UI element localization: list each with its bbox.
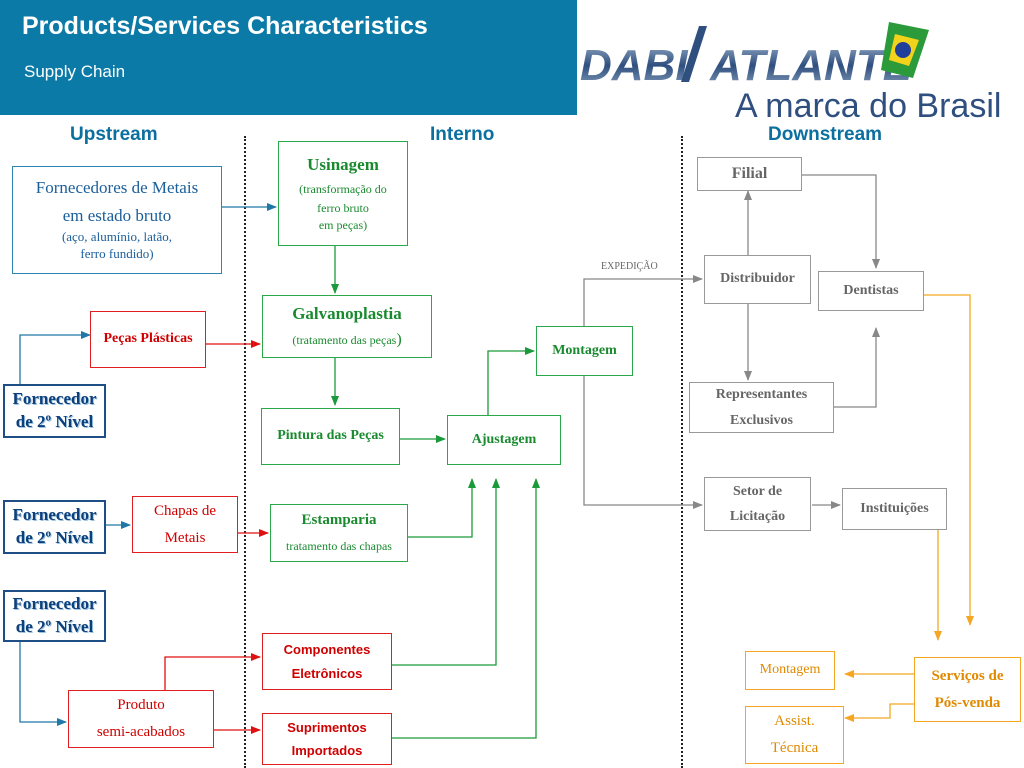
node-ajustagem: Ajustagem [447,415,561,465]
arrow-representantes-dentistas [834,327,880,408]
arrow-dentistas-servicos [924,294,974,626]
node-representantes-exclusivos: Representantes Exclusivos [689,382,834,433]
fornecedor-2-nivel-2-line1: Fornecedor [12,505,97,525]
node-instituicoes-label: Instituições [860,500,929,516]
node-assist-line2: Técnica [770,740,819,756]
fornecedor-2-nivel-3-line2: de 2º Nível [15,617,94,636]
column-interno: Interno [430,124,495,145]
node-dentistas: Dentistas [818,271,924,311]
node-servicos-line2: Pós-venda [934,694,1001,711]
arrow-ajustagem-montagem [487,347,535,415]
fornecedor-2-nivel-3-line1: Fornecedor [12,594,97,614]
node-filial: Filial [697,157,802,191]
node-distribuidor: Distribuidor [704,255,811,304]
arrow-produto-componentes [164,653,261,690]
logo-brand-left: DABI [580,41,688,90]
node-galvanoplastia-close: ) [396,331,402,349]
node-fornecedores-line1: Fornecedores de Metais [35,178,199,198]
node-produto-line1: Produto [117,697,165,713]
node-setor-line2: Licitação [729,509,786,524]
node-filial-label: Filial [731,164,768,182]
node-usinagem-title: Usinagem [307,154,379,174]
node-ajustagem-label: Ajustagem [471,431,537,447]
node-componentes-line1: Componentes [283,642,371,658]
node-fornecedores-line4: ferro fundido) [80,246,154,262]
arrow-fornecedor-produto [19,640,67,726]
arrow-filial-dentistas [802,174,880,269]
node-fornecedores-metais: Fornecedores de Metais em estado bruto (… [12,166,222,274]
logo-brand-right: ATLANTE [709,41,914,90]
node-assist-line1: Assist. [774,713,815,729]
arrow-estamparia-ajustagem [408,478,476,538]
node-pecas-plasticas-label: Peças Plásticas [103,331,193,347]
node-suprimentos-line2: Importados [291,743,363,758]
column-downstream: Downstream [768,124,883,145]
logo-slash [681,26,707,82]
node-fornecedores-line3: (aço, alumínio, latão, [61,229,173,245]
node-montagem-interno: Montagem [536,326,633,376]
node-componentes-line2: Eletrônicos [291,665,363,681]
node-representantes-line1: Representantes [715,387,808,403]
dabi-atlante-logo: DABI ATLANTE A marca do Brasil [580,22,1001,122]
node-chapas-line2: Metais [164,529,206,546]
node-servicos-line1: Serviços de [931,667,1004,684]
node-distribuidor-label: Distribuidor [720,271,795,287]
node-representantes-line2: Exclusivos [729,412,793,428]
node-produto-line2: semi-acabados [96,724,186,740]
divider-interno-downstream [681,136,683,768]
node-galvanoplastia: Galvanoplastia (tratamento das peças) [262,295,432,358]
node-suprimentos-importados: Suprimentos Importados [262,713,392,765]
arrow-montagem-distribuidor [583,275,703,326]
node-suprimentos-line1: Suprimentos [287,719,367,735]
fornecedor-2-nivel-1-line1: Fornecedor [12,389,97,409]
node-galvanoplastia-sub: (tratamento das peças [292,333,397,348]
column-upstream: Upstream [70,124,158,145]
logo-flag-blue [895,42,911,58]
node-componentes-eletronicos: Componentes Eletrônicos [262,633,392,690]
page-subtitle: Supply Chain [24,62,126,81]
arrow-servicos-assist [844,703,914,722]
divider-upstream-interno [244,136,246,768]
logo-tagline: A marca do Brasil [735,87,1001,122]
node-pintura-label: Pintura das Peças [277,428,384,444]
arrow-montagem-setor [583,376,703,509]
node-fornecedor-2-nivel-2: Fornecedor de 2º Nível [3,500,106,554]
arrow-fornecedor-pecas [19,331,91,384]
node-fornecedor-2-nivel-3: Fornecedor de 2º Nível [3,590,106,642]
node-pecas-plasticas: Peças Plásticas [90,311,206,368]
header-bar: Products/Services Characteristics Supply… [0,0,577,115]
node-montagem-pos-venda: Montagem [745,651,835,690]
node-montagem-interno-label: Montagem [552,342,617,358]
page-title: Products/Services Characteristics [22,12,428,40]
node-estamparia-title: Estamparia [301,512,377,529]
node-fornecedor-2-nivel-1: Fornecedor de 2º Nível [3,384,106,438]
arrow-suprimentos-ajustagem [392,478,540,739]
node-estamparia-sub: tratamento das chapas [286,538,392,553]
node-estamparia: Estamparia tratamento das chapas [270,504,408,562]
node-setor-line1: Setor de [732,483,783,499]
node-instituicoes: Instituições [842,488,947,530]
node-setor-licitacao: Setor de Licitação [704,477,811,531]
node-chapas-metais: Chapas de Metais [132,496,238,553]
node-dentistas-label: Dentistas [843,282,899,298]
node-assist-tecnica: Assist. Técnica [745,706,844,764]
node-servicos-pos-venda: Serviços de Pós-venda [914,657,1021,722]
node-produto-semi-acabados: Produto semi-acabados [68,690,214,748]
node-montagem-pos-venda-label: Montagem [759,662,821,678]
node-galvanoplastia-title: Galvanoplastia [292,303,402,323]
fornecedor-2-nivel-1-line2: de 2º Nível [15,412,94,431]
arrow-componentes-ajustagem [392,478,500,666]
node-pintura-pecas: Pintura das Peças [261,408,400,465]
fornecedor-2-nivel-2-line2: de 2º Nível [15,528,94,547]
node-usinagem-line3: em peças) [318,217,368,232]
node-usinagem-line1: (transformação do [299,182,387,197]
node-chapas-line1: Chapas de [153,502,217,519]
node-usinagem-line2: ferro bruto [317,200,369,215]
label-expedicao: EXPEDIÇÃO [601,261,658,272]
node-usinagem: Usinagem (transformação do ferro bruto e… [278,141,408,246]
node-fornecedores-line2: em estado bruto [62,205,172,225]
